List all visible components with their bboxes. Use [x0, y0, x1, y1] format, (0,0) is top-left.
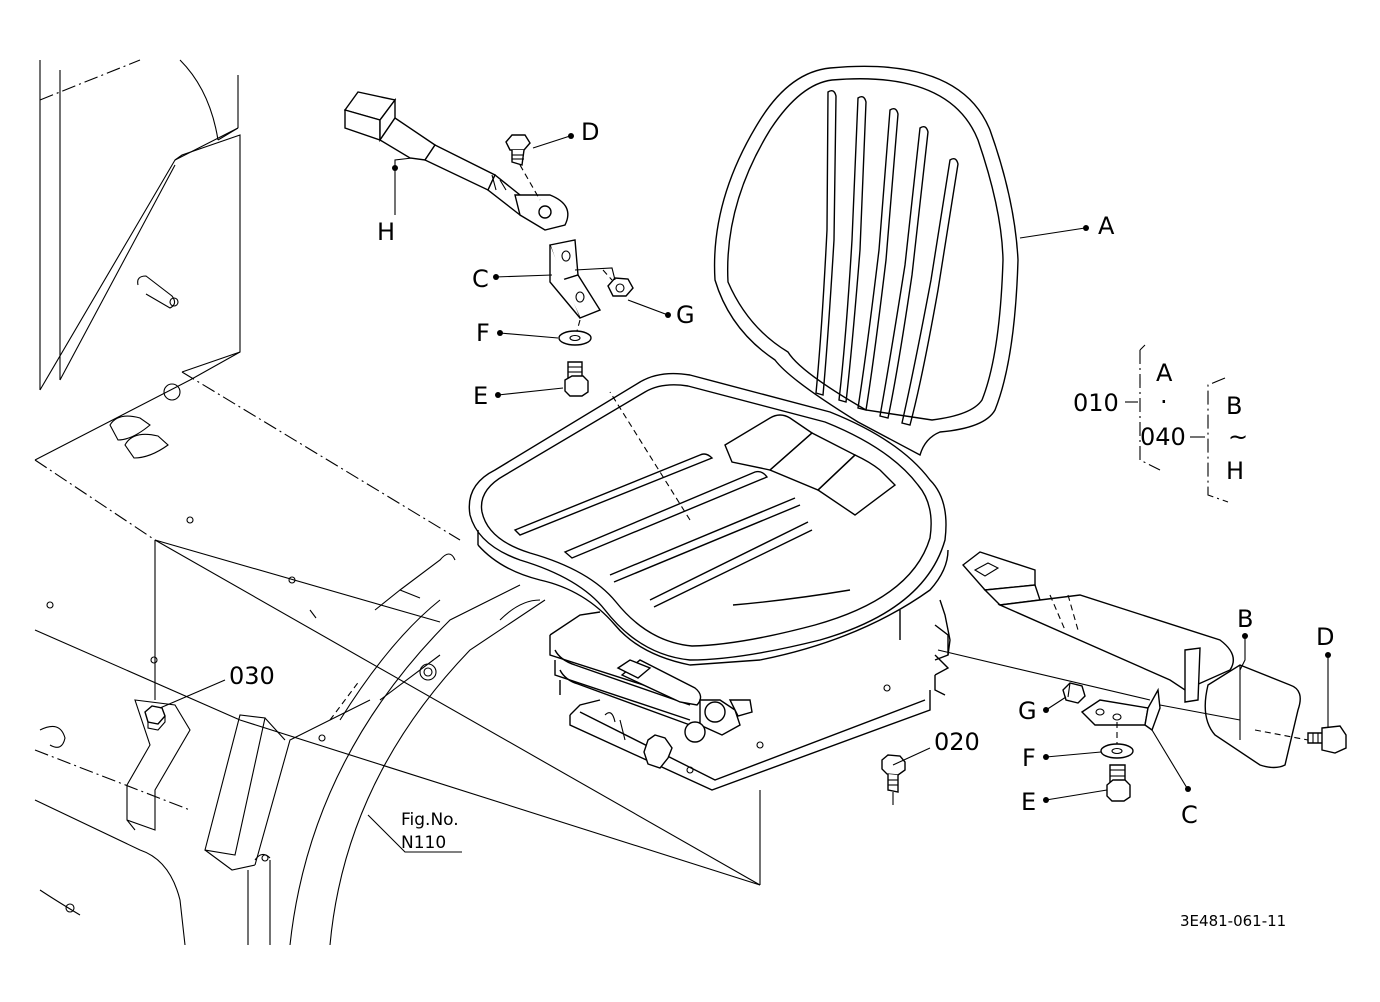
label-g-right: G	[1018, 697, 1037, 725]
label-030: 030	[229, 662, 275, 690]
label-c-top: C	[472, 265, 489, 293]
washer-f-top	[558, 319, 592, 346]
part-labels: A D H C G F E B D G F E C 030 020 010 A …	[229, 118, 1334, 930]
label-f-right: F	[1022, 744, 1036, 772]
belt-b-right	[961, 551, 1347, 769]
washer-f-right	[1100, 743, 1134, 759]
label-010: 010	[1073, 389, 1119, 417]
seat-backrest	[713, 65, 1019, 457]
label-d-right: D	[1316, 623, 1334, 651]
label-b-right: B	[1237, 605, 1253, 633]
seat-suspension	[549, 599, 951, 791]
label-h: H	[377, 218, 395, 246]
bracket-c-top	[549, 239, 602, 319]
label-g-top: G	[676, 301, 695, 329]
bolt-020	[881, 754, 906, 805]
group-range-b: B	[1226, 392, 1242, 420]
buckle-belt-h	[343, 91, 569, 231]
leader-lines	[159, 133, 1331, 853]
group-tilde: ~	[1228, 423, 1248, 451]
label-e-right: E	[1021, 788, 1036, 816]
drawing-code: 3E481-061-11	[1180, 912, 1286, 930]
label-f-top: F	[476, 319, 490, 347]
label-d-top: D	[581, 118, 599, 146]
bracket-c-right	[1080, 687, 1161, 744]
bolt-e-right	[1106, 764, 1131, 802]
cab-frame	[34, 59, 761, 946]
label-a: A	[1098, 212, 1115, 240]
label-e-top: E	[473, 382, 488, 410]
fig-ref-line2: N110	[401, 833, 446, 853]
nut-g-top	[602, 269, 634, 297]
bolt-d-top	[505, 134, 541, 201]
group-top-a: A	[1156, 359, 1173, 387]
bolt-e-top	[564, 361, 589, 397]
group-dot: ·	[1160, 388, 1168, 416]
label-c-right: C	[1181, 801, 1198, 829]
label-020: 020	[934, 728, 980, 756]
group-040: 040	[1140, 423, 1186, 451]
nut-g-right	[1062, 682, 1086, 704]
group-range-h: H	[1226, 457, 1244, 485]
fig-ref-line1: Fig.No.	[401, 810, 459, 830]
seat-cushion	[468, 372, 949, 666]
